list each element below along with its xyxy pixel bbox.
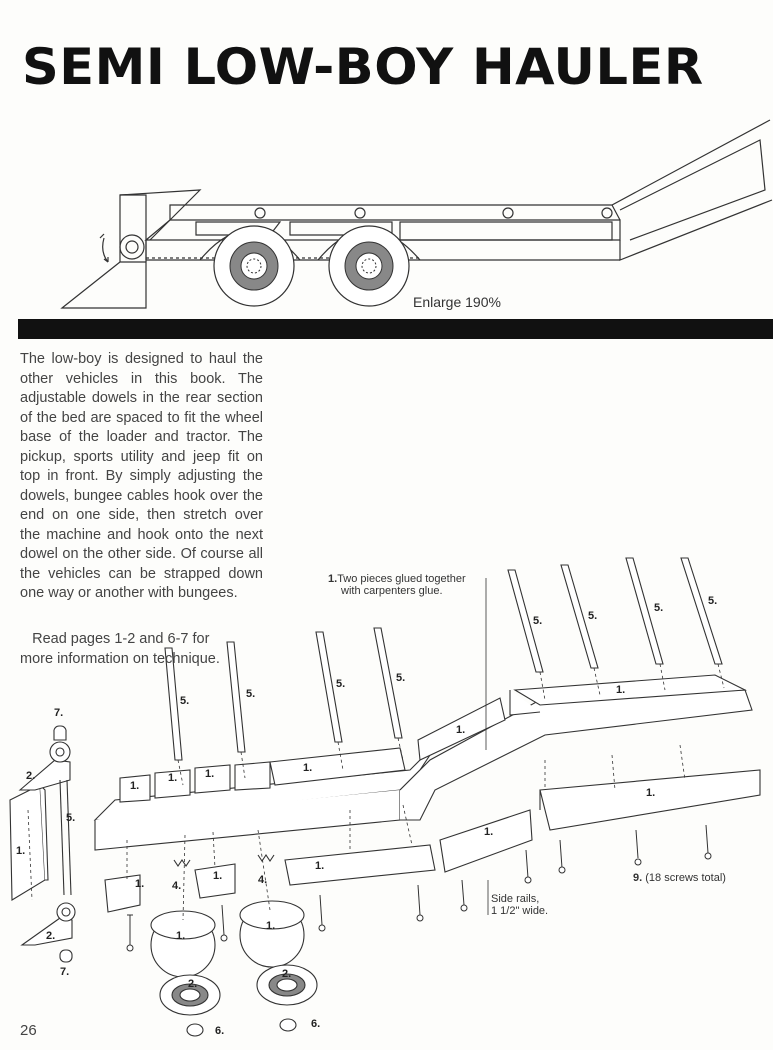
glue-note-line2: with carpenters glue. [341,585,443,597]
label-5-a: 5. [180,695,190,707]
glue-note: 1.Two pieces glued together with carpent… [328,573,466,597]
label-1-g: 1. [646,787,656,799]
divider-bar [18,319,773,339]
label-5-e: 5. [533,615,543,627]
intro-paragraph: The low-boy is designed to haul the othe… [20,351,263,601]
label-1-f: 1. [616,684,626,696]
label-1-wheel-b: 1. [266,920,276,932]
side-rails-note: Side rails, 1 1/2" wide. [491,893,548,917]
label-1-wheel-a: 1. [176,930,186,942]
label-1-d: 1. [303,762,313,774]
label-7-bottom: 7. [60,966,70,978]
label-5-gate: 5. [66,812,76,824]
reference-paragraph: Read pages 1-2 and 6-7 for more informat… [20,630,230,669]
label-2-bottom: 2. [46,930,56,942]
screws-note-number: 9. [633,872,643,884]
label-4-a: 4. [172,880,182,892]
dowels [164,557,723,761]
label-5-c: 5. [336,678,346,690]
screws [126,824,712,952]
label-2-wheel-a: 2. [188,978,198,990]
label-5-h: 5. [708,595,718,607]
label-1-h: 1. [484,826,494,838]
label-5-d: 5. [396,672,406,684]
label-4-b: 4. [258,874,268,886]
glue-note-number: 1. [328,573,338,585]
screws-note-text: (18 screws total) [645,872,726,884]
label-1-gate: 1. [16,845,26,857]
label-5-f: 5. [588,610,598,622]
label-6-b: 6. [311,1018,321,1030]
label-1-c: 1. [205,768,215,780]
side-wheels [213,225,410,307]
label-5-g: 5. [654,602,664,614]
label-1-a: 1. [130,780,140,792]
label-6-a: 6. [215,1025,225,1037]
enlarge-note: Enlarge 190% [413,294,501,310]
side-view [60,119,773,309]
label-1-e: 1. [456,724,466,736]
exploded-view [9,674,761,1037]
side-rails-line1: Side rails, [491,893,540,905]
page-number: 26 [20,1022,37,1039]
label-7-top: 7. [54,707,64,719]
label-2-top: 2. [26,770,36,782]
label-1-j: 1. [135,878,145,890]
label-5-b: 5. [246,688,256,700]
side-rails-line2: 1 1/2" wide. [491,905,549,917]
screws-note: 9. (18 screws total) [633,872,726,884]
label-1-i: 1. [315,860,325,872]
label-2-wheel-b: 2. [282,968,292,980]
label-1-k: 1. [213,870,223,882]
glue-note-line1: Two pieces glued together [337,573,466,585]
page-title: SEMI LOW-BOY HAULER [22,38,704,96]
reference-text: Read pages 1-2 and 6-7 for more informat… [20,631,220,667]
label-1-b: 1. [168,772,178,784]
